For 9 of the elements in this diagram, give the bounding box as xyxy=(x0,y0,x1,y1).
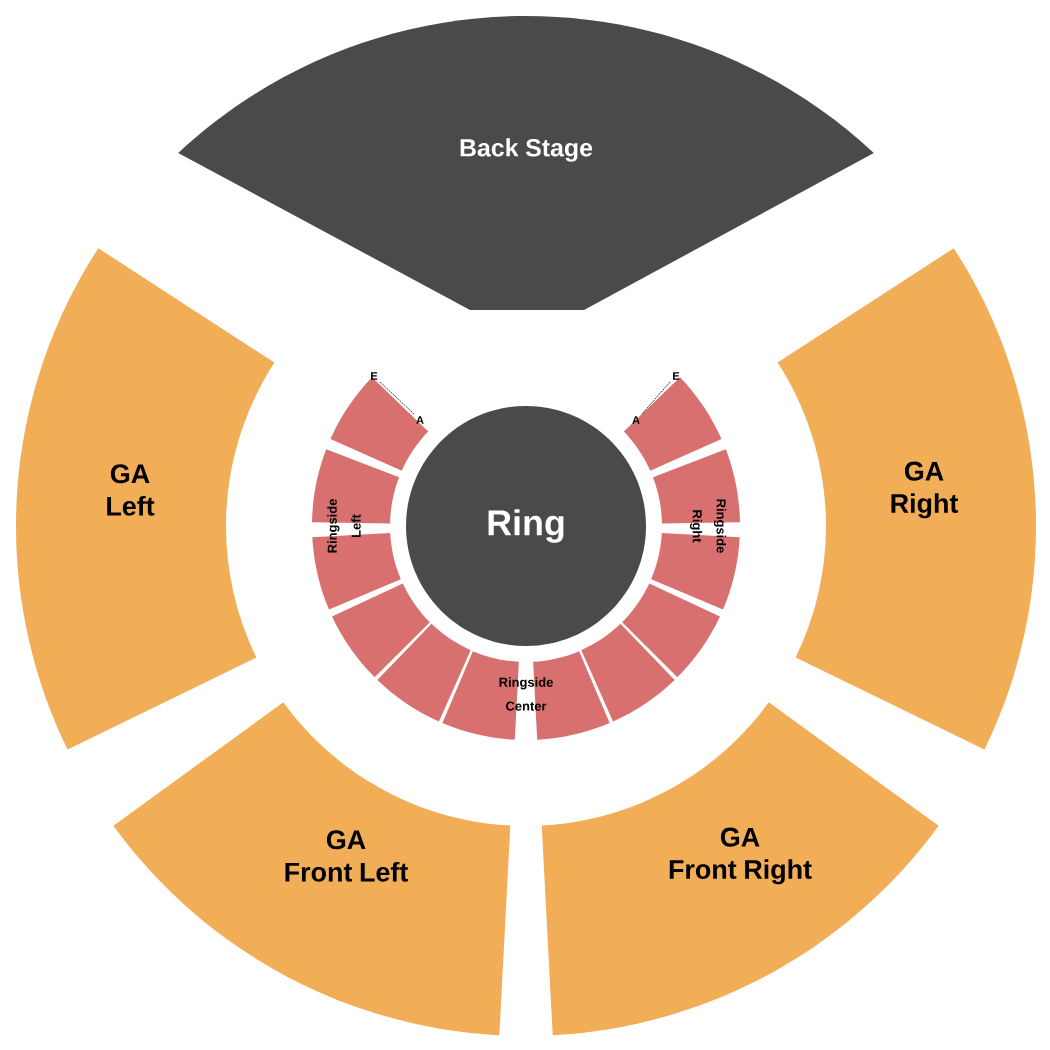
seating-section xyxy=(622,583,720,678)
seating-section: GA Right xyxy=(777,248,1036,750)
seating-section xyxy=(330,377,429,471)
seating-section xyxy=(377,623,471,722)
seating-section: GA Left xyxy=(16,248,275,750)
seating-section xyxy=(581,623,675,722)
seating-section xyxy=(623,377,722,471)
stage-section: Back Stage xyxy=(178,16,874,310)
seating-section xyxy=(332,583,430,678)
